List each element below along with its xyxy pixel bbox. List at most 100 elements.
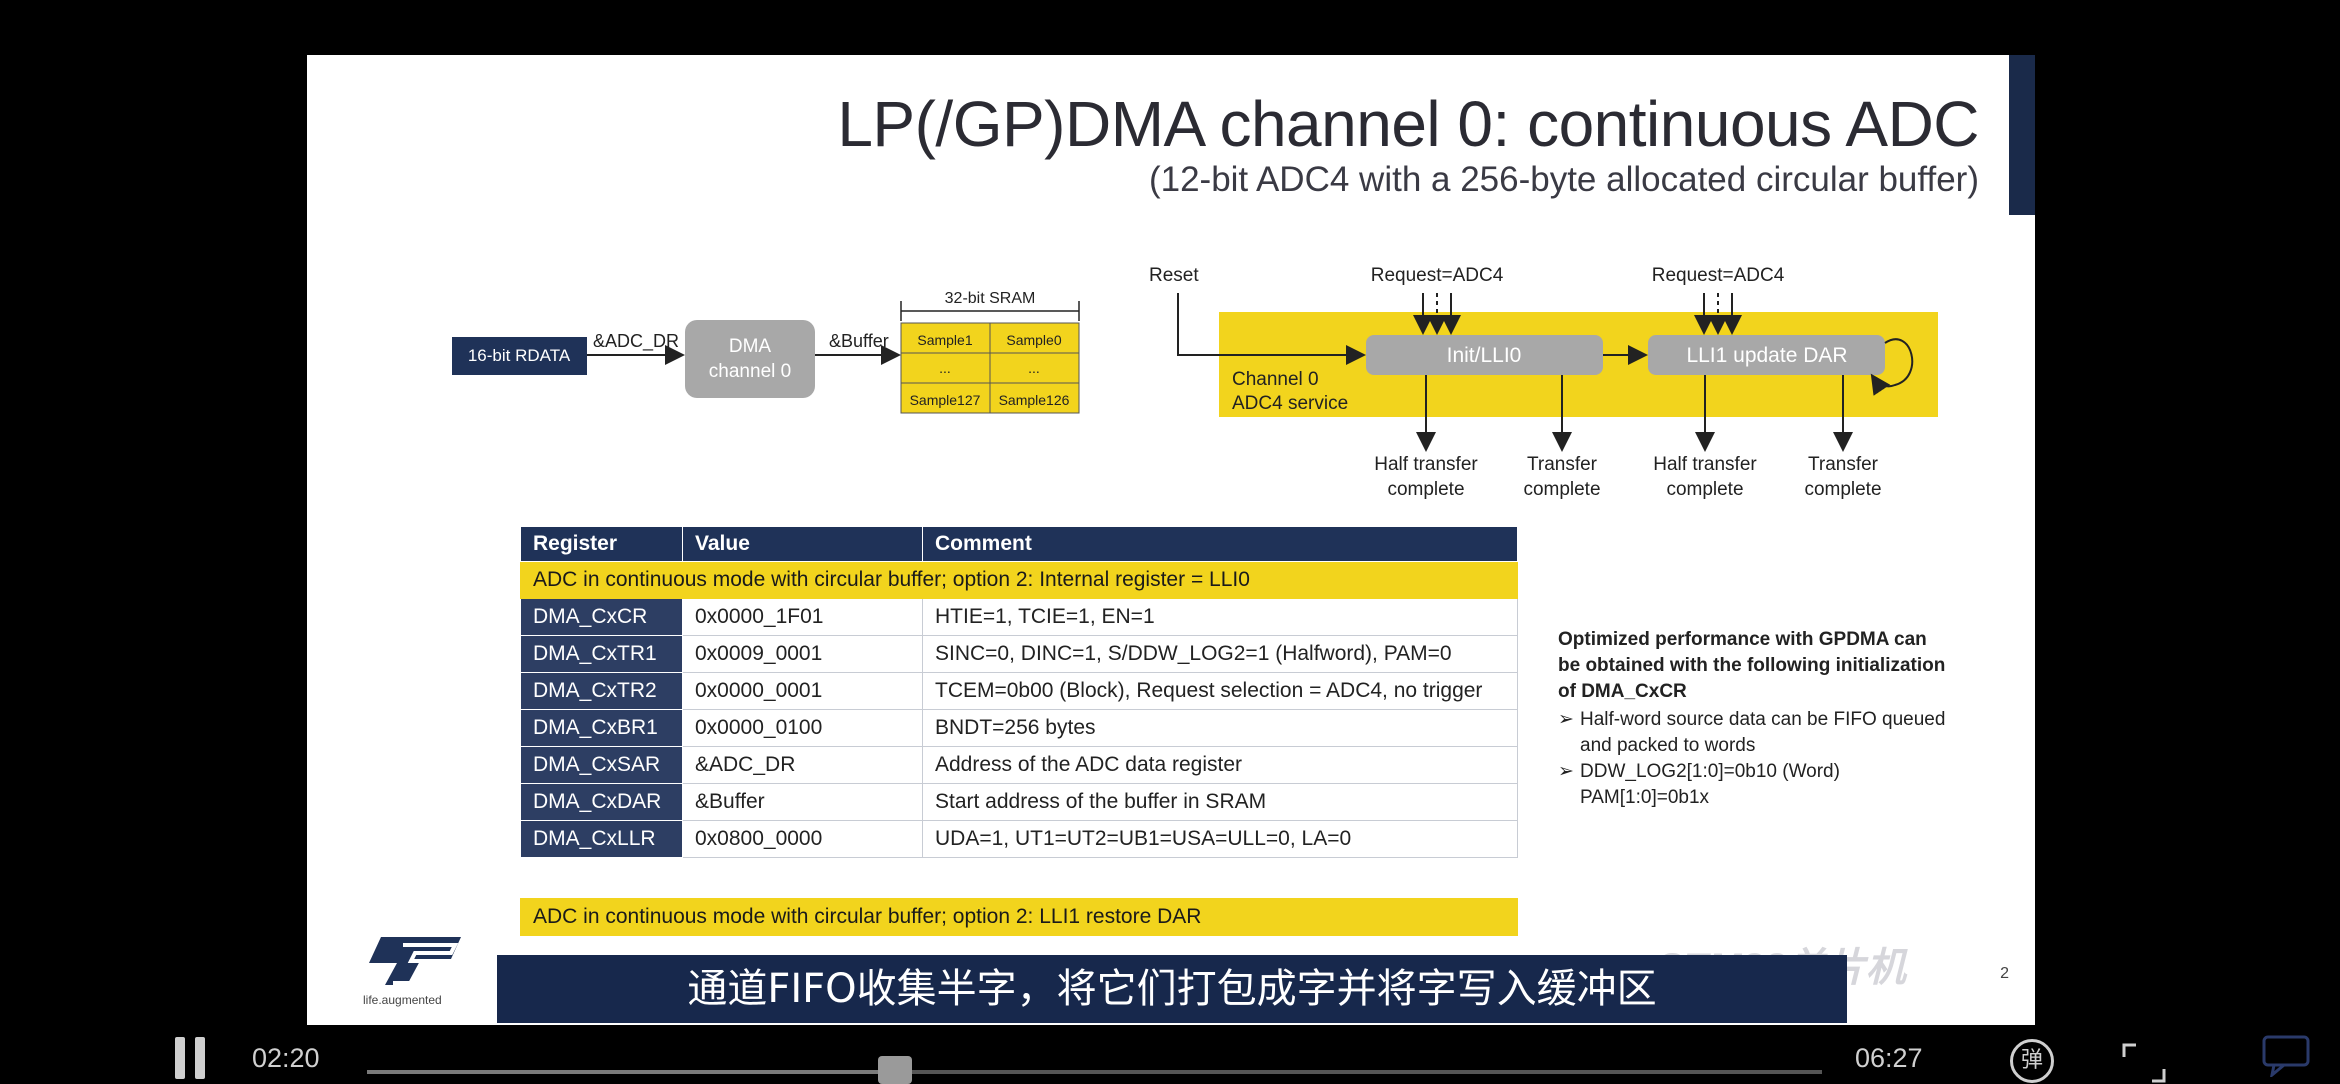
header-value: Value [682,526,923,562]
half2-label-2: complete [1666,479,1743,500]
cell-sample126: Sample126 [999,392,1070,408]
tc1-label-2: complete [1523,479,1600,500]
cell-register: DMA_CxTR1 [520,635,683,673]
total-time: 06:27 [1855,1043,1923,1073]
reset-label: Reset [1149,265,1199,286]
adc-dr-label: &ADC_DR [593,331,679,352]
video-caption: 通道FIFO收集半字，将它们打包成字并将字写入缓冲区 [497,955,1847,1023]
cell-comment: UDA=1, UT1=UT2=UB1=USA=ULL=0, LA=0 [922,820,1518,858]
cell-comment: HTIE=1, TCIE=1, EN=1 [922,598,1518,636]
table-header-row: Register Value Comment [520,526,1518,562]
dma-label-2: channel 0 [709,361,791,382]
init-lli0-label: Init/LLI0 [1447,344,1522,367]
slide-title: LP(/GP)DMA channel 0: continuous ADC [837,88,1979,160]
cell-value: 0x0009_0001 [682,635,923,673]
half1-label-2: complete [1387,479,1464,500]
cell-comment: BNDT=256 bytes [922,709,1518,747]
rdata-box [452,337,587,375]
cell-comment: TCEM=0b00 (Block), Request selection = A… [922,672,1518,710]
side-bullet: ➢DDW_LOG2[1:0]=0b10 (Word)PAM[1:0]=0b1x [1558,761,1840,808]
pause-icon [175,1037,185,1079]
sram-label: 32-bit SRAM [945,290,1036,307]
table-row: DMA_CxTR2 0x0000_0001 TCEM=0b00 (Block),… [520,672,1518,710]
lli1-box [1648,335,1885,375]
buffer-label: &Buffer [829,331,889,351]
cell-register: DMA_CxLLR [520,820,683,858]
half1-label-1: Half transfer [1374,454,1478,475]
cell-register: DMA_CxBR1 [520,709,683,747]
cell-value: &ADC_DR [682,746,923,784]
rdata-label: 16-bit RDATA [468,346,571,365]
side-note: Optimized performance with GPDMA can be … [1558,627,2018,811]
cell-value: 0x0000_0001 [682,672,923,710]
lli1-label: LLI1 update DAR [1686,344,1847,367]
st-logo-icon [369,937,461,985]
side-bullet: ➢Half-word source data can be FIFO queue… [1558,709,1946,756]
header-comment: Comment [922,526,1518,562]
table-note-row: ADC in continuous mode with circular buf… [520,898,1518,936]
dma-channel-box [685,320,815,398]
table-row: DMA_CxBR1 0x0000_0100 BNDT=256 bytes [520,709,1518,747]
tc2-label-1: Transfer [1808,454,1879,475]
cell-comment: Start address of the buffer in SRAM [922,783,1518,821]
progress-track[interactable] [367,1070,1822,1074]
cell-register: DMA_CxDAR [520,783,683,821]
slide-subtitle: (12-bit ADC4 with a 256-byte allocated c… [1148,160,1979,199]
cell-sample1: Sample1 [917,332,972,348]
tc2-label-2: complete [1804,479,1881,500]
cell-value: 0x0800_0000 [682,820,923,858]
table-row: DMA_CxLLR 0x0800_0000 UDA=1, UT1=UT2=UB1… [520,820,1518,858]
lli1-loop-arrow [1870,338,1914,396]
logo-tagline: life.augmented [363,993,442,1007]
player-controls: 02:20 06:27 弹 [0,1025,2340,1084]
dma-label-1: DMA [729,336,772,357]
current-time: 02:20 [252,1043,320,1073]
side-bullets: ➢Half-word source data can be FIFO queue… [1558,707,2018,811]
channel-label-2: ADC4 service [1232,393,1348,414]
side-bold-line: be obtained with the following initializ… [1558,655,1946,676]
bullet-arrow-icon: ➢ [1558,709,1574,730]
presentation-slide: LP(/GP)DMA channel 0: continuous ADC (12… [307,55,2035,1025]
request-label-1: Request=ADC4 [1371,265,1504,286]
cell-comment: Address of the ADC data register [922,746,1518,784]
init-lli0-box [1366,335,1603,375]
cell-value: 0x0000_1F01 [682,598,923,636]
header-register: Register [520,526,683,562]
table-row: DMA_CxSAR &ADC_DR Address of the ADC dat… [520,746,1518,784]
tc1-label-1: Transfer [1527,454,1598,475]
reset-arrow [1177,293,1366,365]
pause-button[interactable] [175,1037,215,1084]
side-bold-line: of DMA_CxCR [1558,681,1687,702]
slide-accent-bar [2009,55,2035,215]
bullet-arrow-icon: ➢ [1558,761,1574,782]
table-row: DMA_CxCR 0x0000_1F01 HTIE=1, TCIE=1, EN=… [520,598,1518,636]
table-row: DMA_CxDAR &Buffer Start address of the b… [520,783,1518,821]
cell-value: &Buffer [682,783,923,821]
table-row: DMA_CxTR1 0x0009_0001 SINC=0, DINC=1, S/… [520,635,1518,673]
cell-dots-left: ... [939,360,951,376]
cell-dots-right: ... [1028,360,1040,376]
cell-register: DMA_CxCR [520,598,683,636]
channel-label-1: Channel 0 [1232,369,1319,390]
slide-page-number: 2 [2000,965,2009,982]
side-bold-line: Optimized performance with GPDMA can [1558,629,1927,650]
cell-register: DMA_CxTR2 [520,672,683,710]
register-table: Register Value Comment ADC in continuous… [520,526,1518,936]
table-note-row: ADC in continuous mode with circular buf… [520,561,1518,599]
danmaku-toggle-icon[interactable]: 弹 [2010,1039,2054,1083]
progress-thumb[interactable] [878,1056,912,1084]
dma-diagram: 16-bit RDATA &ADC_DR DMA channel 0 &Buff… [452,265,1938,500]
half2-label-1: Half transfer [1653,454,1757,475]
table-note-2: ADC in continuous mode with circular buf… [520,898,1518,936]
table-note-1: ADC in continuous mode with circular buf… [520,561,1518,599]
cell-register: DMA_CxSAR [520,746,683,784]
request-label-2: Request=ADC4 [1652,265,1785,286]
table-gap-row [521,858,1518,899]
cell-comment: SINC=0, DINC=1, S/DDW_LOG2=1 (Halfword),… [922,635,1518,673]
cell-sample127: Sample127 [910,392,981,408]
cell-value: 0x0000_0100 [682,709,923,747]
fullscreen-icon[interactable] [2122,1043,2166,1083]
progress-fill [367,1070,891,1074]
comment-icon[interactable] [2262,1033,2312,1077]
cell-sample0: Sample0 [1006,332,1061,348]
